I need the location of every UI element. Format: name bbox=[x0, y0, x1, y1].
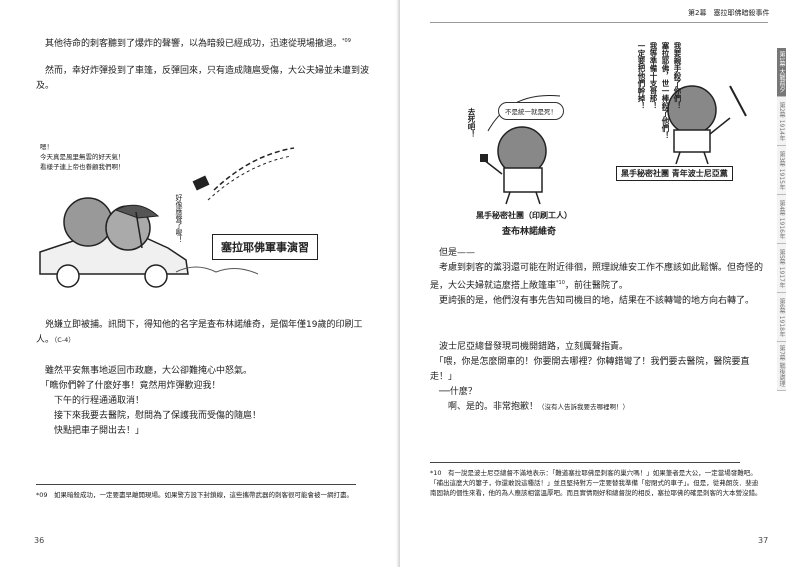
left-footnote-rule bbox=[36, 484, 356, 485]
left-quote-4: 快點把車子開出去！」 bbox=[54, 426, 145, 436]
right-para-4-text: 波士尼亞總督發現司機開錯路，立刻厲聲指責。 bbox=[439, 342, 629, 352]
vertical-exclaim-left: 好像應聲了喔！ bbox=[175, 194, 183, 243]
right-quote-2: ──什麼？ bbox=[439, 387, 477, 397]
tab-chapter-6[interactable]: 第6幕 1918年 bbox=[777, 293, 786, 342]
footnote-ref-09[interactable]: *09 bbox=[342, 38, 351, 44]
left-quote-3: 接下來我要去醫院，慰問為了保護我而受傷的隨扈！ bbox=[54, 411, 262, 421]
left-page: 其他待命的刺客聽到了爆炸的聲響，以為暗殺已經成功，迅速從現場撤退。*09 然而，… bbox=[0, 0, 399, 567]
right-footnote-mark: *10 bbox=[430, 469, 442, 477]
speech-line-2: 今天真是風里無雲的好天氣！ bbox=[40, 153, 125, 161]
young-bosnia-label: 黑手秘密社團 青年波士尼亞黨 bbox=[616, 166, 733, 181]
ref-c4: （C-4） bbox=[54, 336, 75, 344]
left-para-1: 其他待命的刺客聽到了爆炸的聲響，以為暗殺已經成功，迅速從現場撤退。*09 bbox=[36, 34, 374, 52]
left-para-3-text: 兇嫌立即被捕。訊問下，得知他的名字是查布林諾維奇，是個年僅19歲的印刷工人。 bbox=[36, 320, 363, 345]
vertical-die-exclaim: 去死吧！ bbox=[467, 108, 476, 138]
unification-speech-bubble: 不是統一就是死！ bbox=[498, 102, 564, 120]
chapter-tabs: 第1幕 大戰前夕 第2幕 1914年 第3幕 1915年 第4幕 1916年 第… bbox=[777, 48, 799, 391]
left-para-2: 然而，幸好炸彈投到了車篷，反彈回來，只有造成隨扈受傷，大公夫婦並未遭到波及。 bbox=[36, 64, 374, 94]
left-para-2-text: 然而，幸好炸彈投到了車篷，反彈回來，只有造成隨扈受傷，大公夫婦並未遭到波及。 bbox=[36, 66, 370, 91]
chapter-header: 第2幕 塞拉耶佛暗殺事件 bbox=[688, 9, 770, 17]
right-para-2-end: ，前往醫院了。 bbox=[564, 281, 628, 291]
tab-chapter-2[interactable]: 第2幕 1914年 bbox=[777, 97, 786, 146]
car-bomb-drawing bbox=[39, 147, 295, 288]
page-number-right: 37 bbox=[758, 536, 769, 545]
right-para-1-text: 但是—— bbox=[439, 248, 476, 258]
right-para-2-text: 考慮到刺客的黨羽還可能在附近徘徊，照理說維安工作不應該如此鬆懈。但奇怪的是，大公… bbox=[430, 263, 764, 291]
page-number-left: 36 bbox=[34, 536, 45, 545]
speech-line-1: 嗯！ bbox=[40, 143, 53, 151]
cabrinovic-name-label: 查布林諾維奇 bbox=[502, 227, 557, 237]
right-para-3-text: 更誇張的是，他們沒有事先告知司機目的地，結果在不該轉彎的地方向右轉了。 bbox=[439, 296, 755, 306]
right-quote-aside: （沒有人告訴我要去哪裡啊！） bbox=[538, 403, 630, 411]
right-para-4: 波士尼亞總督發現司機開錯路，立刻厲聲指責。 「喂，你是怎麼開車的！你要開去哪裡？… bbox=[430, 340, 764, 415]
assassins-illustration: 去死吧！ 不是統一就是死！ 黑手秘密社團（印刷工人） 查布林諾維奇 我要親手殺了… bbox=[440, 36, 760, 237]
tab-chapter-1[interactable]: 第1幕 大戰前夕 bbox=[777, 48, 786, 97]
right-quote-1: 「喂，你是怎麼開車的！你要開去哪裡？你轉錯彎了！我們要去醫院，醫院要直走！」 bbox=[430, 357, 750, 382]
black-hand-printer-label: 黑手秘密社團（印刷工人） bbox=[476, 211, 572, 220]
tab-chapter-3[interactable]: 第3幕 1915年 bbox=[777, 146, 786, 195]
vertical-speech-4: 一定要把他們幹掉！ bbox=[637, 42, 646, 110]
footnote-ref-10[interactable]: *10 bbox=[556, 280, 565, 286]
left-quote-1: 「瞧你們幹了什麼好事！竟然用炸彈歡迎我！ bbox=[45, 381, 221, 391]
tab-chapter-4[interactable]: 第4幕 1916年 bbox=[777, 195, 786, 244]
speech-line-3: 看樣子連上帝也眷顧我們啊！ bbox=[40, 163, 125, 171]
left-footnote-mark: *09 bbox=[36, 491, 48, 499]
left-quote-2: 下午的行程通通取消！ bbox=[54, 396, 145, 406]
speech-bubble-weather: 嗯！ 今天真是風里無雲的好天氣！ 看樣子連上帝也眷顧我們啊！ bbox=[40, 142, 125, 172]
assassins-drawing bbox=[480, 85, 747, 205]
military-exercise-sign: 塞拉耶佛軍事演習 bbox=[212, 234, 318, 260]
tab-chapter-7[interactable]: 第7幕 戰後處理 bbox=[777, 342, 786, 391]
vertical-speech-2: 塞拉耶佛，世一棒殺了他們！ bbox=[661, 42, 670, 140]
right-quote-3: 啊、是的。非常抱歉！ bbox=[448, 402, 539, 412]
right-para-1: 但是—— 考慮到刺客的黨羽還可能在附近徘徊，照理說維安工作不應該如此鬆懈。但奇怪… bbox=[430, 246, 764, 309]
left-para-4: 雖然平安無事地返回市政廳，大公卻難掩心中怒氣。 「瞧你們幹了什麼好事！竟然用炸彈… bbox=[36, 364, 374, 439]
right-footnote: *10 有一說是波士尼亞總督不滿地表示：「難道塞拉耶佛是刺客的巢穴嗎！」如果筆者… bbox=[430, 468, 762, 498]
left-para-1-text: 其他待命的刺客聽到了爆炸的聲響，以為暗殺已經成功，迅速從現場撤退。 bbox=[45, 39, 343, 49]
left-footnote: *09 如果暗殺成功，一定要盡早離開現場。如果警方設下封鎖線，這些攜帶武器的刺客… bbox=[36, 490, 366, 500]
right-footnote-rule bbox=[430, 462, 740, 463]
right-page: 第2幕 塞拉耶佛暗殺事件 去死吧！ 不是統一就是死！ 黑手秘密社團（印 bbox=[400, 0, 799, 567]
vertical-speech-3: 我等準備十支哥那！ bbox=[649, 42, 658, 110]
header-rule bbox=[430, 22, 768, 23]
car-bomb-illustration: 嗯！ 今天真是風里無雲的好天氣！ 看樣子連上帝也眷顧我們啊！ 好像應聲了喔！ 塞… bbox=[36, 140, 356, 300]
left-para-4-text: 雖然平安無事地返回市政廳，大公卻難掩心中怒氣。 bbox=[45, 366, 253, 376]
tab-chapter-5[interactable]: 第5幕 1917年 bbox=[777, 244, 786, 293]
left-footnote-text: 如果暗殺成功，一定要盡早離開現場。如果警方設下封鎖線，這些攜帶武器的刺客很可能會… bbox=[54, 491, 354, 499]
left-para-3: 兇嫌立即被捕。訊問下，得知他的名字是查布林諾維奇，是個年僅19歲的印刷工人。（C… bbox=[36, 318, 374, 348]
right-footnote-text: 有一說是波士尼亞總督不滿地表示：「難道塞拉耶佛是刺客的巢穴嗎！」如果筆者是大公，… bbox=[430, 469, 762, 497]
vertical-speech-1: 我要親手殺了你們！ bbox=[673, 42, 682, 110]
